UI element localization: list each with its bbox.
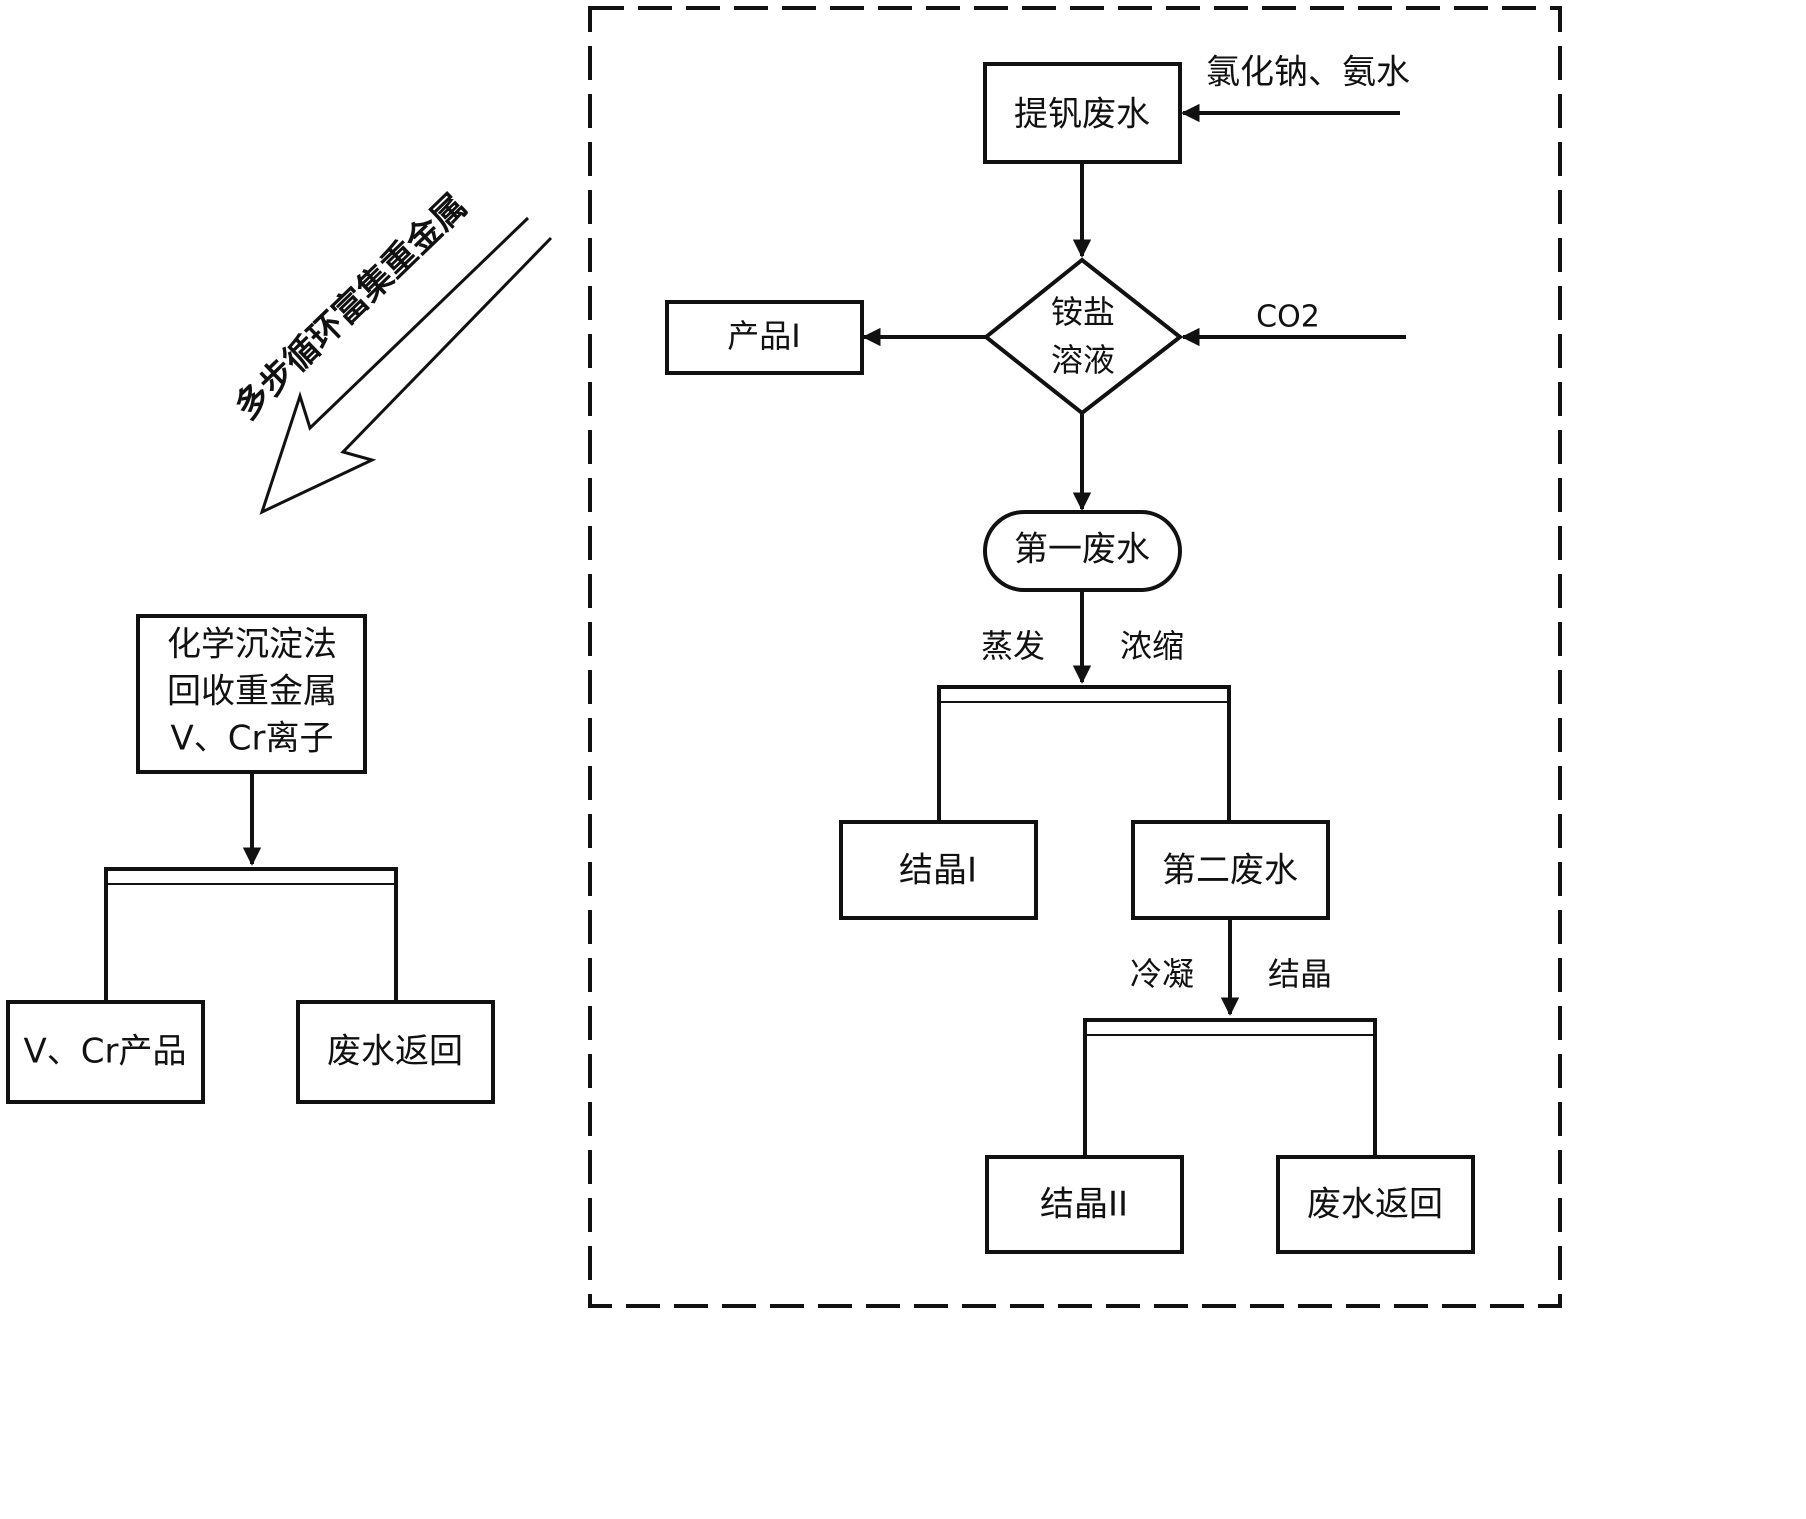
dashed-process-boundary <box>588 6 1562 1308</box>
process-flow-diagram: 多步循环富集重金属 提钒废水 氯化钠、氨水 铵盐 溶液 CO2 产品I 第一废水… <box>6 6 1562 1308</box>
enrichment-arrow <box>259 216 553 515</box>
left-separator <box>104 867 398 1002</box>
vanadium-wastewater-label: 提钒废水 <box>1014 95 1150 135</box>
evaporate-label: 蒸发 <box>981 627 1045 665</box>
precipitation-label-line2: 回收重金属 <box>167 672 337 712</box>
crystal-2-label: 结晶II <box>1040 1185 1128 1225</box>
ammonium-salt-decision <box>982 257 1184 416</box>
separator-1 <box>937 685 1231 822</box>
crystal-1-label: 结晶I <box>899 851 977 891</box>
left-return-label: 废水返回 <box>327 1032 463 1072</box>
concentrate-label: 浓缩 <box>1120 627 1184 665</box>
product-1-label: 产品I <box>727 317 800 355</box>
vcr-products-label: V、Cr产品 <box>24 1032 187 1072</box>
reagents-label: 氯化钠、氨水 <box>1206 53 1410 93</box>
second-wastewater-box <box>1131 820 1330 920</box>
right-return-label: 废水返回 <box>1307 1185 1443 1225</box>
precipitation-label-line1: 化学沉淀法 <box>167 625 337 665</box>
second-wastewater-label: 第二废水 <box>1162 851 1298 891</box>
vanadium-wastewater-box <box>983 62 1182 164</box>
decision-label-line1: 铵盐 <box>1051 293 1115 331</box>
crystallize-label: 结晶 <box>1268 955 1332 993</box>
vcr-products-box <box>6 1000 205 1104</box>
first-wastewater-label: 第一废水 <box>1014 530 1150 570</box>
right-return-box <box>1276 1155 1475 1254</box>
separator-2 <box>1083 1018 1377 1157</box>
condense-label: 冷凝 <box>1130 955 1194 993</box>
decision-label-line2: 溶液 <box>1051 341 1115 379</box>
co2-label: CO2 <box>1256 300 1320 335</box>
product-1-box <box>665 300 864 375</box>
precipitation-label-line3: V、Cr离子 <box>171 719 334 759</box>
left-return-box <box>296 1000 495 1104</box>
chemical-precipitation-box <box>136 614 367 774</box>
crystal-2-box <box>985 1155 1184 1254</box>
crystal-1-box <box>839 820 1038 920</box>
